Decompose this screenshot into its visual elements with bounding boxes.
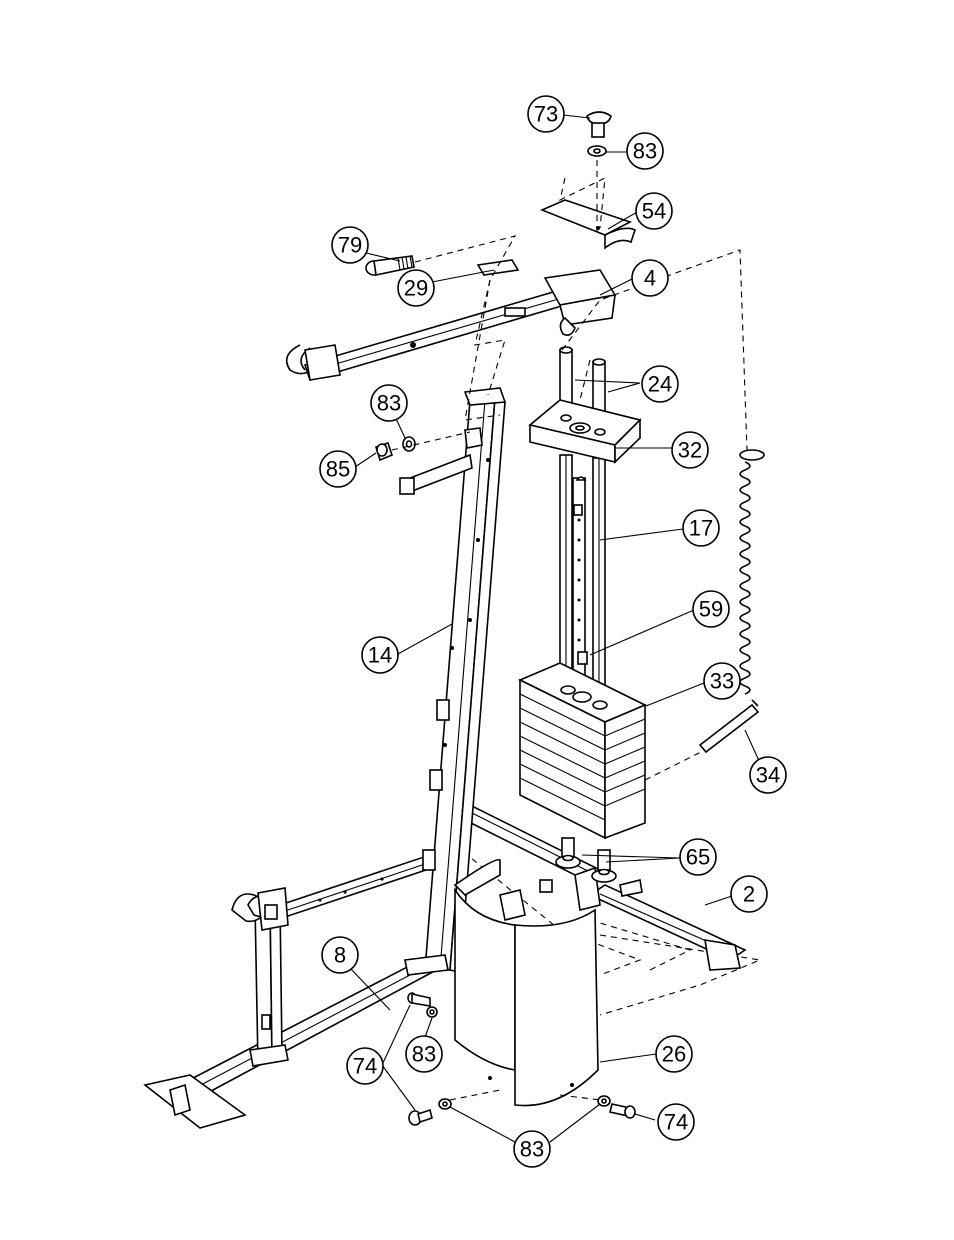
callout-8: 8 xyxy=(321,936,359,974)
callout-59: 59 xyxy=(692,590,730,628)
svg-text:17: 17 xyxy=(689,516,713,541)
svg-text:24: 24 xyxy=(648,372,672,397)
spring-cable xyxy=(644,449,765,781)
top-weight-plate xyxy=(528,249,748,464)
svg-text:26: 26 xyxy=(662,1042,686,1067)
svg-text:34: 34 xyxy=(756,763,780,788)
callout-14: 14 xyxy=(361,636,399,674)
callout-32: 32 xyxy=(671,431,709,469)
callout-54: 54 xyxy=(635,192,673,230)
svg-text:8: 8 xyxy=(334,943,346,968)
weight-stack xyxy=(518,662,647,840)
rubber-bumpers xyxy=(555,837,617,883)
top-hardware xyxy=(539,111,636,250)
callout-33: 33 xyxy=(703,662,741,700)
callout-17: 17 xyxy=(682,509,720,547)
callout-85: 85 xyxy=(319,450,357,488)
callout-74-left: 74 xyxy=(346,1047,384,1085)
svg-text:83: 83 xyxy=(520,1137,544,1162)
svg-text:32: 32 xyxy=(678,438,702,463)
callout-2: 2 xyxy=(730,875,768,913)
svg-text:83: 83 xyxy=(377,391,401,416)
svg-text:2: 2 xyxy=(743,882,755,907)
callouts: 73 83 54 79 29 4 24 83 xyxy=(319,95,787,1168)
callout-83-arm: 83 xyxy=(370,384,408,422)
washer-and-nut-arm xyxy=(375,431,471,462)
svg-text:14: 14 xyxy=(368,643,392,668)
callout-65: 65 xyxy=(679,838,717,876)
svg-text:74: 74 xyxy=(353,1054,377,1079)
weight-stack-shroud xyxy=(453,858,599,1107)
callout-34: 34 xyxy=(749,756,787,794)
callout-26: 26 xyxy=(655,1035,693,1073)
bolt-79-and-plate-29 xyxy=(365,235,520,421)
selector-stem xyxy=(572,476,588,679)
svg-text:79: 79 xyxy=(338,233,362,258)
callout-74-right: 74 xyxy=(657,1103,695,1141)
callout-73: 73 xyxy=(527,95,565,133)
svg-text:54: 54 xyxy=(642,199,666,224)
front-hardware xyxy=(407,992,636,1126)
svg-text:74: 74 xyxy=(664,1110,688,1135)
floor-dashed-outline xyxy=(454,844,763,1016)
svg-text:83: 83 xyxy=(633,139,657,164)
front-base-frame xyxy=(143,853,457,1129)
callout-79: 79 xyxy=(331,226,369,264)
svg-text:29: 29 xyxy=(404,276,428,301)
svg-text:59: 59 xyxy=(699,597,723,622)
svg-text:4: 4 xyxy=(644,266,656,291)
top-arm xyxy=(285,269,617,381)
svg-text:73: 73 xyxy=(534,102,558,127)
callout-83-top: 83 xyxy=(626,132,664,170)
svg-text:85: 85 xyxy=(326,457,350,482)
callout-83-bottom: 83 xyxy=(513,1130,551,1168)
main-upright-column xyxy=(399,387,507,976)
callout-29: 29 xyxy=(397,269,435,307)
leader-lines xyxy=(349,114,761,1143)
svg-text:33: 33 xyxy=(710,669,734,694)
svg-text:83: 83 xyxy=(412,1042,436,1067)
callout-4: 4 xyxy=(631,259,669,297)
guide-rods xyxy=(559,346,606,699)
callout-24: 24 xyxy=(641,365,679,403)
callout-83-front: 83 xyxy=(405,1035,443,1073)
svg-text:65: 65 xyxy=(686,845,710,870)
